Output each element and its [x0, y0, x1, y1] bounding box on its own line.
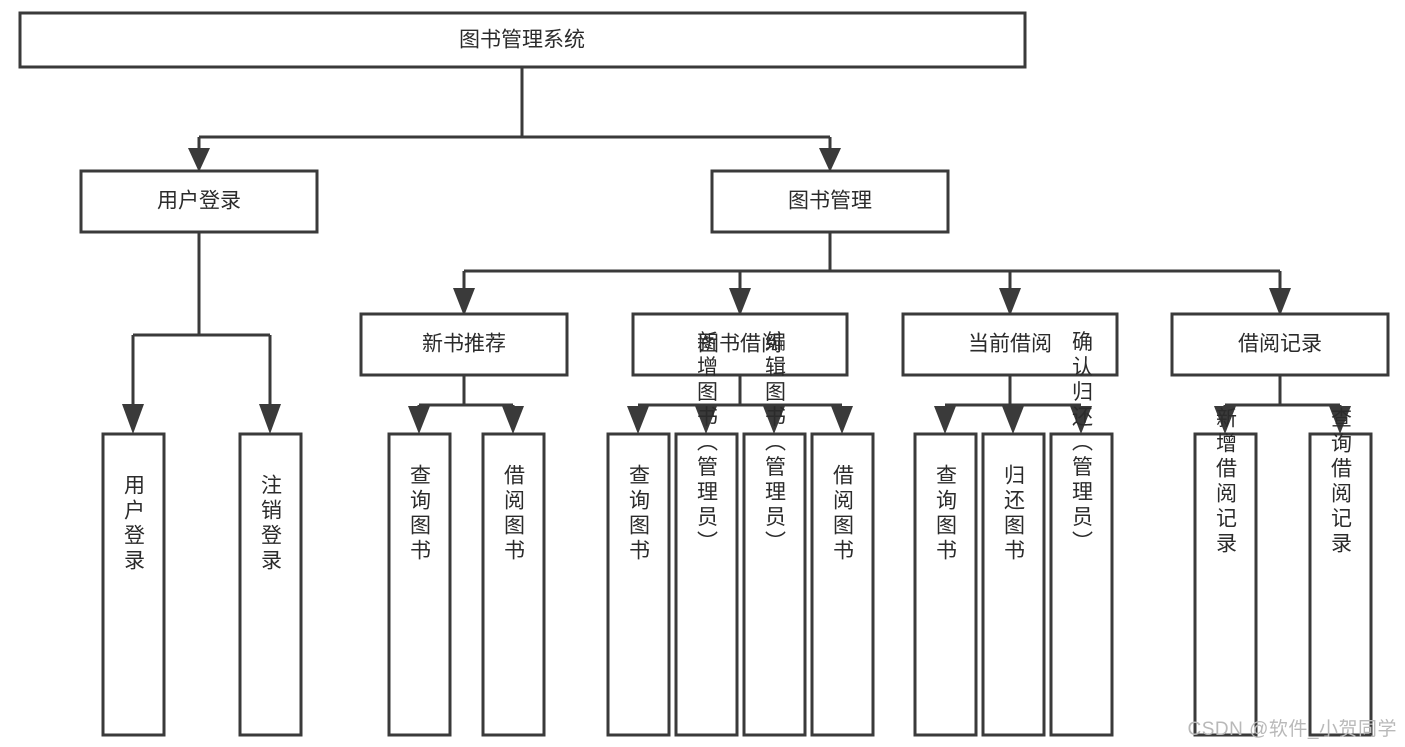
leaf-borrow-book-1-label: 借阅图书	[502, 464, 526, 564]
leaf-user-login-label: 用户登录	[122, 474, 146, 574]
leaf-query-book-2-box[interactable]	[606, 432, 671, 737]
connectors-borrow-record-to-leaves	[1214, 375, 1351, 434]
connectors-current-borrow-to-leaves	[934, 375, 1092, 434]
node-current-borrow-box[interactable]	[901, 312, 1119, 377]
arrow-head-leaf-query-book-1	[408, 406, 430, 434]
node-new-book-recommend-box[interactable]	[359, 312, 569, 377]
leaf-query-book-2[interactable]: 查询图书	[606, 432, 671, 737]
leaf-borrow-book-2-label: 借阅图书	[831, 464, 855, 564]
leaf-add-book[interactable]: 新增图书（管理员）	[674, 331, 739, 737]
leaf-add-record-label: 新增借阅记录	[1214, 407, 1238, 557]
arrow-head-leaf-confirm-return	[1070, 406, 1092, 434]
arrow-head-leaf-query-book-2	[627, 406, 649, 434]
node-borrow-record[interactable]: 借阅记录	[1170, 312, 1390, 377]
leaf-confirm-return[interactable]: 确认归还（管理员）	[1049, 331, 1114, 737]
leaf-edit-book-label: 编辑图书（管理员）	[763, 331, 787, 556]
leaf-borrow-book-2-box[interactable]	[810, 432, 875, 737]
node-user-login-label: 用户登录	[157, 190, 241, 213]
arrow-head-book-borrow	[729, 288, 751, 316]
node-new-book-recommend[interactable]: 新书推荐	[359, 312, 569, 377]
arrow-head-book-management	[819, 148, 841, 172]
node-book-management-box[interactable]	[710, 169, 950, 234]
leaf-borrow-book-1-box[interactable]	[481, 432, 546, 737]
leaf-edit-book[interactable]: 编辑图书（管理员）	[742, 331, 807, 737]
leaf-query-book-1-box[interactable]	[387, 432, 452, 737]
leaf-confirm-return-label: 确认归还（管理员）	[1070, 331, 1094, 556]
arrow-head-leaf-logout-login	[259, 404, 281, 434]
arrow-head-leaf-return-book	[1002, 406, 1024, 434]
leaf-user-login[interactable]: 用户登录	[101, 432, 166, 737]
leaf-query-book-1[interactable]: 查询图书	[387, 432, 452, 737]
leaf-add-book-box[interactable]	[674, 432, 739, 737]
node-book-management[interactable]: 图书管理	[710, 169, 950, 234]
leaf-return-book-box[interactable]	[981, 432, 1046, 737]
connectors-book-borrow-to-leaves	[627, 375, 853, 434]
arrow-head-leaf-query-record	[1329, 406, 1351, 434]
node-borrow-record-label: 借阅记录	[1238, 333, 1322, 356]
node-borrow-record-box[interactable]	[1170, 312, 1390, 377]
node-user-login[interactable]: 用户登录	[79, 169, 319, 234]
leaf-logout-login[interactable]: 注销登录	[238, 432, 303, 737]
connectors-new-book-recommend-to-leaves	[408, 375, 524, 434]
leaf-add-book-label: 新增图书（管理员）	[695, 331, 719, 556]
leaf-query-record-box[interactable]	[1308, 432, 1373, 737]
leaf-query-book-2-label: 查询图书	[627, 464, 651, 564]
connectors-book-management-to-level2	[453, 232, 1291, 316]
arrow-head-leaf-query-book-3	[934, 406, 956, 434]
node-new-book-recommend-label: 新书推荐	[422, 333, 506, 356]
arrow-head-leaf-edit-book	[763, 406, 785, 434]
node-root-box[interactable]	[18, 11, 1027, 69]
node-root-label: 图书管理系统	[459, 29, 585, 52]
arrow-head-leaf-user-login	[122, 404, 144, 434]
node-user-login-box[interactable]	[79, 169, 319, 234]
leaf-edit-book-box[interactable]	[742, 432, 807, 737]
leaf-user-login-box[interactable]	[101, 432, 166, 737]
node-current-borrow[interactable]: 当前借阅	[901, 312, 1119, 377]
arrow-head-leaf-add-book	[695, 406, 717, 434]
arrow-head-leaf-borrow-book-2	[831, 406, 853, 434]
arrow-head-borrow-record	[1269, 288, 1291, 316]
leaf-add-record[interactable]: 新增借阅记录	[1193, 407, 1258, 737]
arrow-head-leaf-add-record	[1214, 406, 1236, 434]
leaf-logout-login-box[interactable]	[238, 432, 303, 737]
arrow-head-user-login	[188, 148, 210, 172]
arrow-head-current-borrow	[999, 288, 1021, 316]
leaf-return-book[interactable]: 归还图书	[981, 432, 1046, 737]
node-book-borrow-label: 图书借阅	[698, 333, 782, 356]
leaf-borrow-book-2[interactable]: 借阅图书	[810, 432, 875, 737]
connectors-user-login-to-leaves	[122, 232, 281, 434]
arrow-head-leaf-borrow-book-1	[502, 406, 524, 434]
leaf-query-book-3-label: 查询图书	[934, 464, 958, 564]
node-book-borrow[interactable]: 图书借阅	[631, 312, 849, 377]
leaf-borrow-book-1[interactable]: 借阅图书	[481, 432, 546, 737]
connectors-root-to-level1	[188, 67, 841, 172]
leaf-logout-login-label: 注销登录	[259, 474, 283, 574]
node-root[interactable]: 图书管理系统	[18, 11, 1027, 69]
node-current-borrow-label: 当前借阅	[968, 333, 1052, 356]
arrow-head-new-book-recommend	[453, 288, 475, 316]
leaf-query-record[interactable]: 查询借阅记录	[1308, 407, 1373, 737]
leaf-query-record-label: 查询借阅记录	[1329, 407, 1353, 557]
leaf-add-record-box[interactable]	[1193, 432, 1258, 737]
leaf-query-book-3[interactable]: 查询图书	[913, 432, 978, 737]
leaf-confirm-return-box[interactable]	[1049, 432, 1114, 737]
leaf-query-book-1-label: 查询图书	[408, 464, 432, 564]
node-book-management-label: 图书管理	[788, 190, 872, 213]
leaf-query-book-3-box[interactable]	[913, 432, 978, 737]
node-book-borrow-box[interactable]	[631, 312, 849, 377]
leaf-return-book-label: 归还图书	[1002, 464, 1026, 564]
